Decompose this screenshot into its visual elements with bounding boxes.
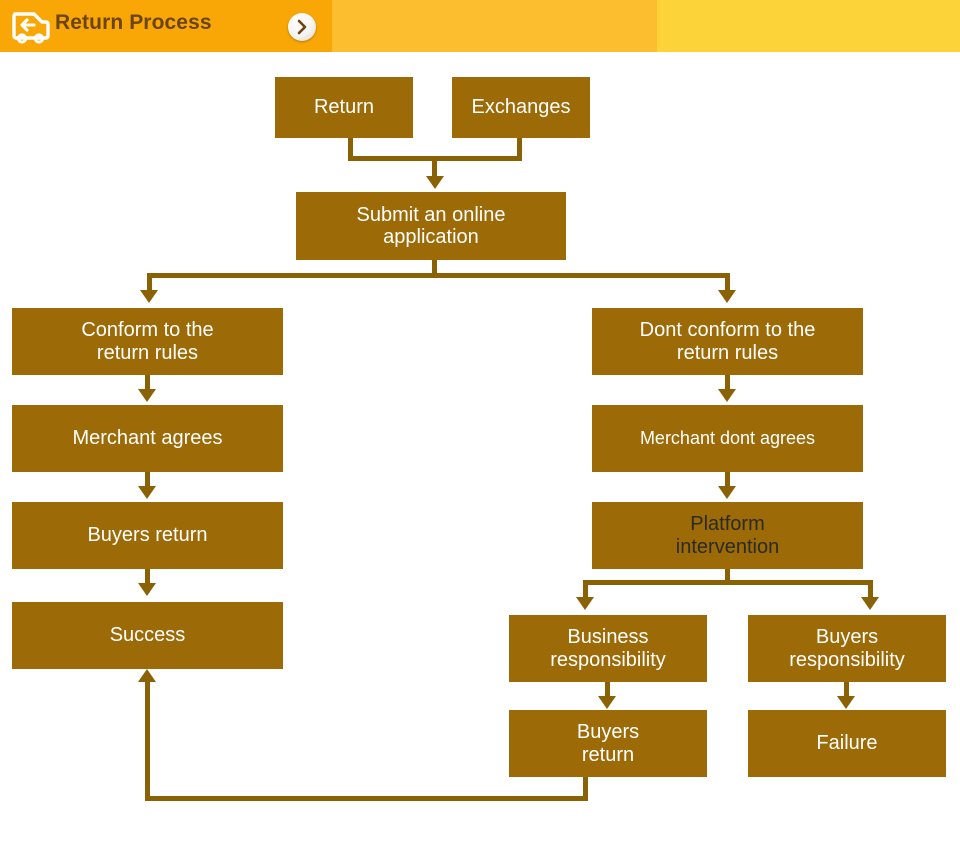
node-platform-intervention[interactable]: Platform intervention bbox=[592, 502, 863, 569]
edge-not-conform-to-merchant-no bbox=[725, 375, 730, 392]
edge-return-down bbox=[348, 138, 353, 160]
edge-feedback-up bbox=[145, 682, 150, 801]
arrow-into-buyers-return-right bbox=[598, 696, 616, 709]
header-band-left bbox=[0, 0, 332, 52]
header-band-mid bbox=[332, 0, 657, 52]
node-business-responsibility[interactable]: Business responsibility bbox=[509, 615, 707, 682]
edge-split-bar bbox=[147, 273, 730, 278]
edge-platform-right bbox=[868, 580, 873, 599]
node-merchant-dont-agrees[interactable]: Merchant dont agrees bbox=[592, 405, 863, 472]
edge-conform-to-merchant bbox=[145, 375, 150, 392]
node-buyers-return-left[interactable]: Buyers return bbox=[12, 502, 283, 569]
node-conform-to-return-rules[interactable]: Conform to the return rules bbox=[12, 308, 283, 375]
node-buyers-return-right[interactable]: Buyers return bbox=[509, 710, 707, 777]
edge-feedback-bar bbox=[145, 796, 588, 801]
arrow-into-buyers-return-left bbox=[138, 486, 156, 499]
edge-biz-to-buyers-return bbox=[605, 682, 610, 699]
arrow-into-merchant-dont-agrees bbox=[718, 389, 736, 402]
edge-merchant-to-buyers-return bbox=[145, 472, 150, 489]
arrow-into-success-feedback bbox=[138, 669, 156, 682]
page-title: Return Process bbox=[55, 11, 212, 34]
arrow-into-success bbox=[138, 583, 156, 596]
flowchart-canvas: Return Exchanges Submit an online applic… bbox=[0, 52, 960, 844]
return-truck-icon bbox=[8, 5, 52, 47]
page-header: Return Process bbox=[0, 0, 960, 52]
edge-exchanges-down bbox=[517, 138, 522, 160]
arrow-into-buyers-responsibility bbox=[861, 597, 879, 610]
edge-split-left bbox=[147, 273, 152, 292]
node-dont-conform-to-return-rules[interactable]: Dont conform to the return rules bbox=[592, 308, 863, 375]
edge-split-right bbox=[725, 273, 730, 292]
node-submit-application[interactable]: Submit an online application bbox=[296, 192, 566, 260]
arrow-into-merchant-agrees bbox=[138, 389, 156, 402]
edge-merchant-no-to-platform bbox=[725, 472, 730, 489]
node-success[interactable]: Success bbox=[12, 602, 283, 669]
edge-submit-stem bbox=[432, 260, 437, 277]
edge-buyerresp-to-failure bbox=[844, 682, 849, 699]
arrow-into-failure bbox=[837, 696, 855, 709]
chevron-right-icon[interactable] bbox=[288, 13, 316, 41]
arrow-into-business-responsibility bbox=[576, 597, 594, 610]
edge-merge-stem bbox=[432, 156, 437, 178]
edge-buyers-return-to-success bbox=[145, 569, 150, 586]
node-return[interactable]: Return bbox=[275, 77, 413, 138]
arrow-into-platform-intervention bbox=[718, 486, 736, 499]
arrow-into-conform bbox=[140, 290, 158, 303]
node-exchanges[interactable]: Exchanges bbox=[452, 77, 590, 138]
arrow-into-not-conform bbox=[718, 290, 736, 303]
edge-platform-bar bbox=[583, 580, 873, 585]
arrow-into-submit bbox=[426, 176, 444, 189]
edge-feedback-down bbox=[583, 777, 588, 801]
node-buyers-responsibility[interactable]: Buyers responsibility bbox=[748, 615, 946, 682]
header-band-right bbox=[657, 0, 960, 52]
edge-platform-left bbox=[583, 580, 588, 599]
node-merchant-agrees[interactable]: Merchant agrees bbox=[12, 405, 283, 472]
edge-platform-stem bbox=[725, 569, 730, 584]
node-failure[interactable]: Failure bbox=[748, 710, 946, 777]
